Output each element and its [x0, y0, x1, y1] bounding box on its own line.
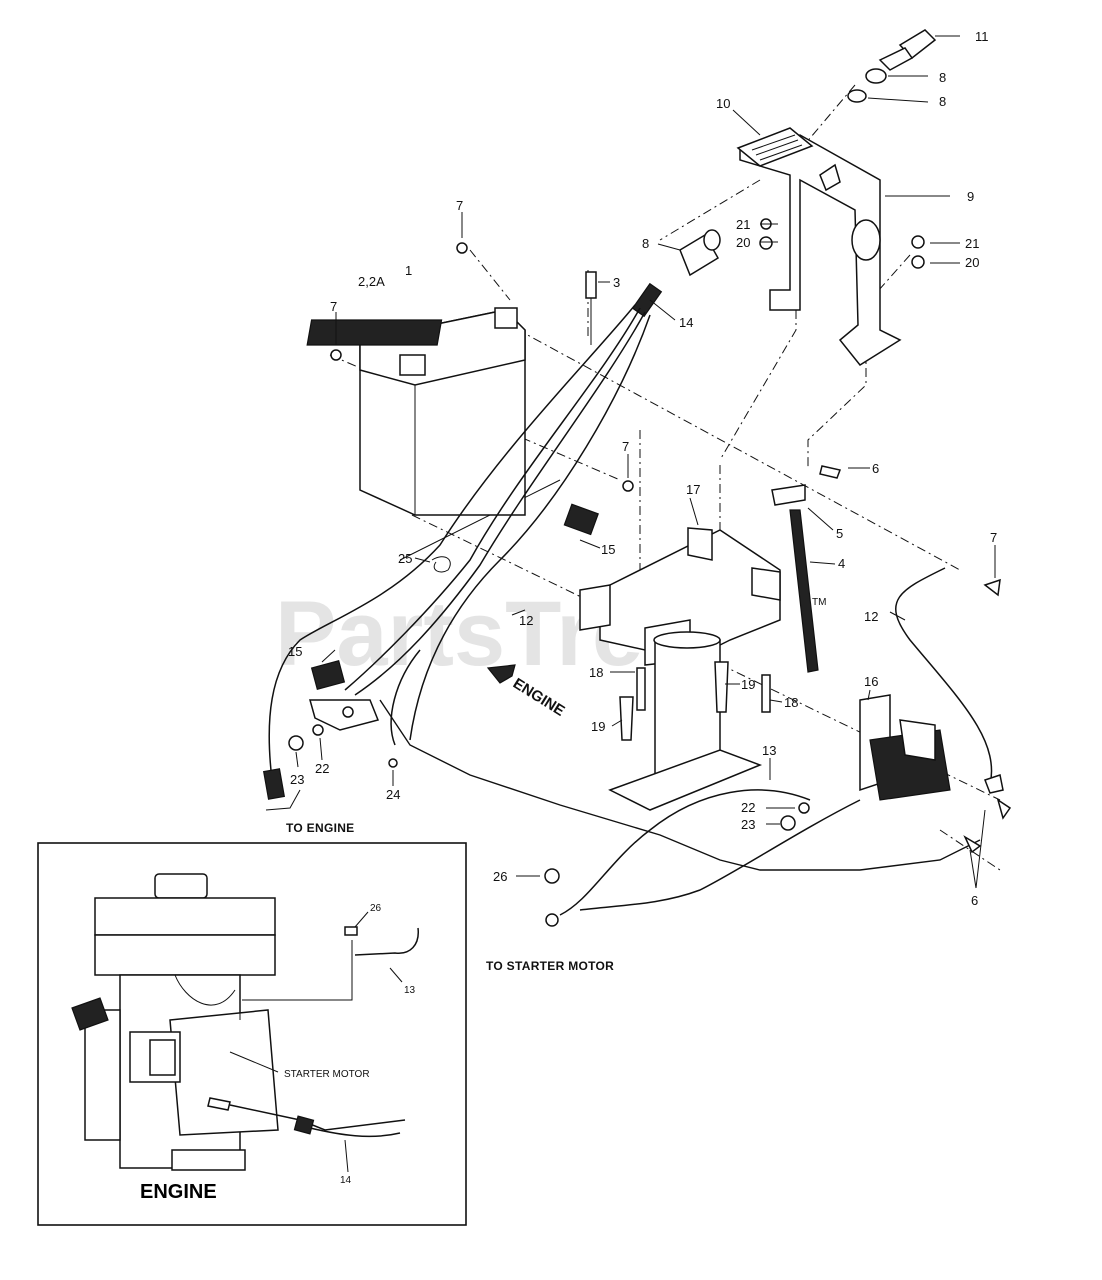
callout-23-left: 23	[290, 772, 304, 787]
connector-upper	[563, 503, 599, 536]
relay-link	[309, 699, 380, 731]
ignition-switch	[679, 229, 721, 277]
callout-14-harness: 14	[679, 315, 693, 330]
callout-6-bottom: 6	[971, 893, 978, 908]
wire-clip	[431, 556, 451, 573]
callout-16: 16	[864, 674, 878, 689]
connector-lower	[310, 660, 346, 690]
callout-8-switch: 8	[642, 236, 649, 251]
callout-19-left: 19	[591, 719, 605, 734]
to-engine-caption: TO ENGINE	[286, 821, 355, 835]
callout-8-nut: 8	[939, 70, 946, 85]
callout-19-right: 19	[741, 677, 755, 692]
starter-solenoid	[859, 694, 951, 801]
decal	[736, 127, 814, 167]
battery-cable-12	[894, 567, 1004, 794]
terminal-boot	[771, 484, 819, 673]
callout-18-left: 18	[589, 665, 603, 680]
callout-22-left: 22	[315, 761, 329, 776]
callout-12-left: 12	[519, 613, 533, 628]
callout-3: 3	[613, 275, 620, 290]
engine-drawing	[71, 873, 353, 1171]
callout-15-lower: 15	[288, 644, 302, 659]
callout-7-left: 7	[330, 299, 337, 314]
callout-1: 1	[405, 263, 412, 278]
base-plate	[379, 479, 981, 871]
callout-4: 4	[838, 556, 845, 571]
callout-2-2a: 2,2A	[358, 274, 385, 289]
watermark-tm: TM	[812, 597, 826, 608]
engine-inset: 26 13 STARTER MOTOR 14 ENGINE	[37, 842, 467, 1226]
starter-motor-label: STARTER MOTOR	[284, 1069, 370, 1080]
callout-labels: 11 8 8 10 9 21 20 21 20 8 3 14 7 1 2,2A …	[288, 29, 997, 908]
callout-12-right: 12	[864, 609, 878, 624]
callout-21-right: 21	[965, 236, 979, 251]
callout-21-left: 21	[736, 217, 750, 232]
callout-7-top: 7	[456, 198, 463, 213]
callout-26-main: 26	[493, 869, 507, 884]
pedestal	[608, 631, 763, 811]
wire-harness	[268, 282, 663, 781]
callout-11: 11	[975, 29, 989, 44]
callout-26-inset: 26	[370, 903, 382, 914]
leader-lines	[265, 35, 996, 889]
callout-20-right: 20	[965, 255, 979, 270]
callout-5: 5	[836, 526, 843, 541]
callout-17: 17	[686, 482, 700, 497]
to-starter-motor-caption: TO STARTER MOTOR	[486, 959, 614, 973]
callout-8-washer: 8	[939, 94, 946, 109]
callout-13-inset: 13	[404, 985, 416, 996]
fuse-holder	[585, 271, 597, 345]
callout-9: 9	[967, 189, 974, 204]
inset-title: ENGINE	[140, 1181, 217, 1203]
hardware	[288, 218, 1012, 884]
callout-6-top: 6	[872, 461, 879, 476]
switch-bracket	[739, 134, 902, 366]
callout-7-right: 7	[990, 530, 997, 545]
battery	[306, 307, 526, 516]
callout-15-upper: 15	[601, 542, 615, 557]
callout-18-right: 18	[784, 695, 798, 710]
starter-cable-13	[545, 789, 861, 927]
callout-20-left: 20	[736, 235, 750, 250]
ignition-key	[878, 29, 937, 71]
callout-13-cable: 13	[762, 743, 776, 758]
switch-nut	[847, 68, 887, 103]
callout-24: 24	[386, 787, 400, 802]
callout-25: 25	[398, 551, 412, 566]
callout-14-inset: 14	[340, 1175, 352, 1186]
callout-23-right: 23	[741, 817, 755, 832]
to-engine-plug	[262, 768, 286, 800]
callout-7-mid: 7	[622, 439, 629, 454]
callout-22-right: 22	[741, 800, 755, 815]
inset-leaders	[229, 911, 403, 1173]
callout-10: 10	[716, 96, 730, 111]
inset-wires	[207, 926, 419, 1138]
